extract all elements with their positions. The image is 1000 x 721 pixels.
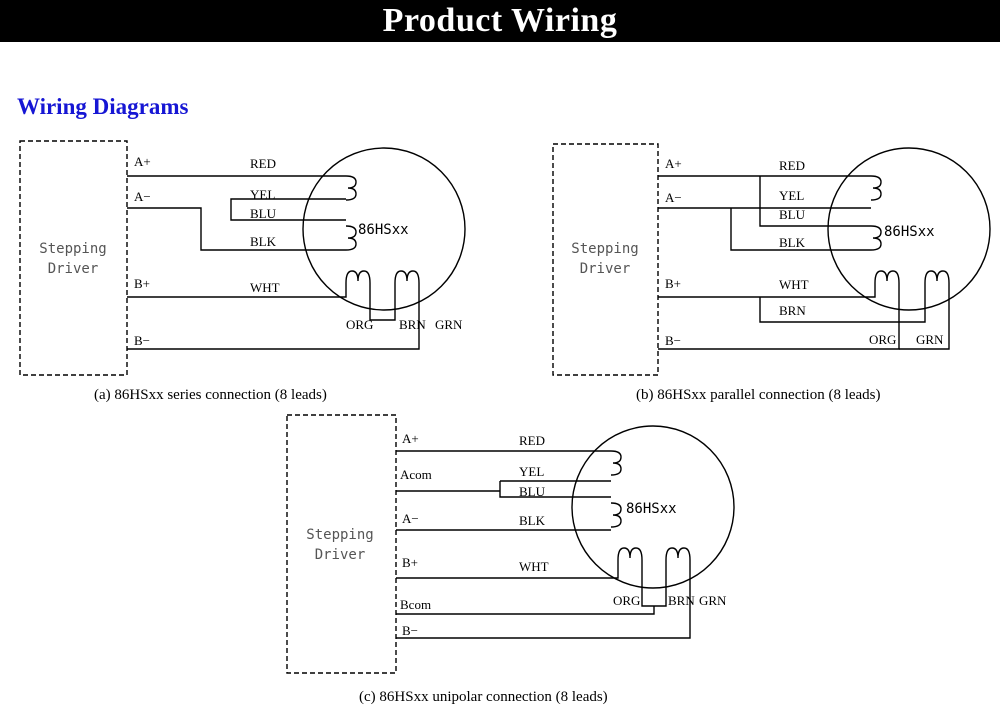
diagram-c-labels: Stepping Driver A+ Acom A− B+ Bcom B− RE… [306, 431, 727, 638]
diagram-a-labels: Stepping Driver A+ A− B+ B− RED YEL BLU … [39, 154, 463, 348]
wire-wht: WHT [519, 559, 549, 574]
wire-grn: GRN [435, 317, 463, 332]
driver-label-line2: Driver [315, 547, 366, 563]
terminal-b-plus: B+ [402, 555, 418, 570]
terminal-bcom: Bcom [400, 597, 431, 612]
terminal-b-minus: B− [665, 333, 681, 348]
wire-brn: BRN [668, 593, 695, 608]
motor-circle [827, 147, 991, 311]
terminal-b-plus: B+ [665, 276, 681, 291]
title-banner: Product Wiring [0, 0, 1000, 42]
wire-grn: GRN [916, 332, 944, 347]
motor-model: 86HSxx [358, 222, 409, 238]
wire-yel: YEL [250, 187, 275, 202]
wire-blk: BLK [519, 513, 546, 528]
diagram-a-series [19, 140, 466, 376]
motor-circle [302, 147, 466, 311]
wire-brn: BRN [399, 317, 426, 332]
wire-org: ORG [869, 332, 896, 347]
driver-label-line1: Stepping [39, 241, 106, 257]
wire-yel: YEL [519, 464, 544, 479]
driver-box [19, 140, 128, 376]
driver-label-line2: Driver [48, 261, 99, 277]
wire-wht: WHT [779, 277, 809, 292]
diagram-b-parallel [552, 143, 991, 376]
page-title: Product Wiring [382, 2, 618, 39]
terminal-a-plus: A+ [134, 154, 151, 169]
wire-blu: BLU [779, 207, 806, 222]
caption-c: (c) 86HSxx unipolar connection (8 leads) [359, 689, 608, 705]
wire-red: RED [519, 433, 545, 448]
wire-blu: BLU [250, 206, 277, 221]
wire-org: ORG [613, 593, 640, 608]
caption-b: (b) 86HSxx parallel connection (8 leads) [636, 387, 881, 403]
driver-label-line1: Stepping [306, 527, 373, 543]
terminal-acom: Acom [400, 467, 432, 482]
terminal-a-plus: A+ [402, 431, 419, 446]
wire-yel: YEL [779, 188, 804, 203]
wire-wht: WHT [250, 280, 280, 295]
wire-blk: BLK [250, 234, 277, 249]
terminal-a-minus: A− [134, 189, 151, 204]
driver-label-line2: Driver [580, 261, 631, 277]
terminal-a-minus: A− [402, 511, 419, 526]
caption-a: (a) 86HSxx series connection (8 leads) [94, 387, 327, 403]
diagram-b-labels: Stepping Driver A+ A− B+ B− RED YEL BLU … [571, 156, 944, 348]
driver-box [552, 143, 659, 376]
wire-org: ORG [346, 317, 373, 332]
terminal-a-plus: A+ [665, 156, 682, 171]
motor-model: 86HSxx [884, 224, 935, 240]
wire-red: RED [779, 158, 805, 173]
wire-red: RED [250, 156, 276, 171]
diagram-c-unipolar [286, 414, 735, 674]
terminal-b-minus: B− [134, 333, 150, 348]
wire-grn: GRN [699, 593, 727, 608]
wire-blk: BLK [779, 235, 806, 250]
wire-brn: BRN [779, 303, 806, 318]
driver-box [286, 414, 397, 674]
motor-model: 86HSxx [626, 501, 677, 517]
terminal-a-minus: A− [665, 190, 682, 205]
wire-blu: BLU [519, 484, 546, 499]
section-title: Wiring Diagrams [17, 94, 189, 119]
driver-label-line1: Stepping [571, 241, 638, 257]
terminal-b-plus: B+ [134, 276, 150, 291]
motor-circle [571, 425, 735, 589]
terminal-b-minus: B− [402, 623, 418, 638]
